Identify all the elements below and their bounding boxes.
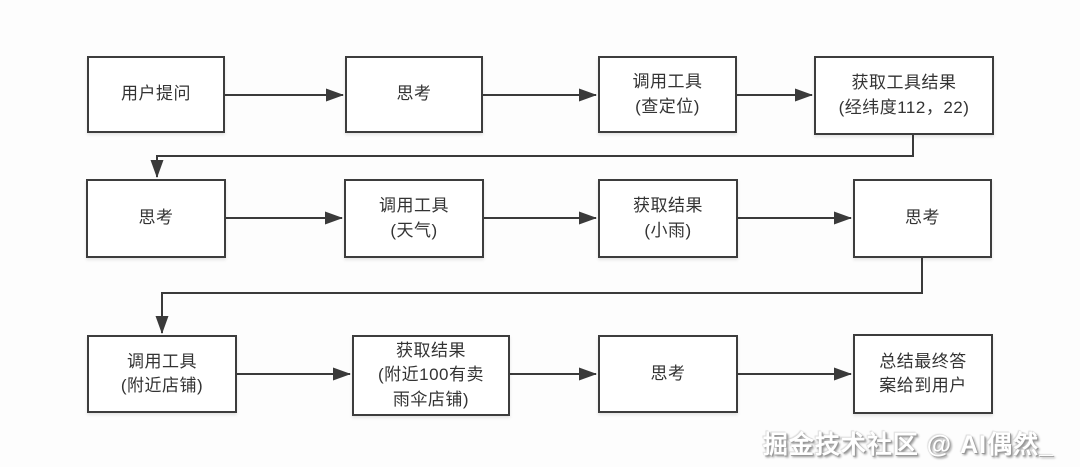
flow-node-label: 调用工具 (天气) [379, 196, 449, 240]
flow-node-label: 总结最终答 案给到用户 [879, 351, 967, 395]
flow-node-get-tool-result-coords: 获取工具结果 (经纬度112，22) [814, 56, 994, 135]
flow-node-label: 获取工具结果 (经纬度112，22) [838, 73, 970, 117]
flow-node-get-result-shops: 获取结果 (附近100有卖 雨伞店铺) [352, 335, 510, 416]
flow-node-label: 用户提问 [121, 84, 191, 104]
flow-node-think-3: 思考 [853, 179, 992, 258]
flow-node-think-1: 思考 [345, 56, 483, 133]
flow-node-think-2: 思考 [86, 179, 226, 258]
flow-node-call-tool-weather: 调用工具 (天气) [344, 179, 484, 258]
flow-node-label: 获取结果 (小雨) [633, 196, 703, 240]
flow-node-label: 思考 [138, 208, 174, 228]
flow-node-think-4: 思考 [598, 335, 738, 413]
watermark-text: 掘金技术社区 @ AI偶然_ [762, 431, 1054, 459]
flow-node-label: 调用工具 (附近店铺) [120, 351, 204, 395]
flow-node-label: 思考 [905, 208, 940, 228]
flow-node-label: 获取结果 (附近100有卖 雨伞店铺) [377, 341, 485, 409]
flow-node-label: 思考 [650, 363, 686, 383]
flow-node-call-tool-nearby-shops: 调用工具 (附近店铺) [87, 335, 237, 413]
flow-node-final-answer: 总结最终答 案给到用户 [853, 334, 993, 414]
flow-node-get-result-rain: 获取结果 (小雨) [598, 179, 738, 258]
flow-node-label: 思考 [396, 84, 432, 104]
arrow-coords-to-think2 [150, 135, 914, 178]
arrow-think3-to-call-shops [155, 258, 923, 334]
flow-node-label: 调用工具 (查定位) [632, 72, 703, 116]
flow-node-user-question: 用户提问 [87, 56, 225, 133]
flow-node-call-tool-location: 调用工具 (查定位) [598, 56, 737, 133]
